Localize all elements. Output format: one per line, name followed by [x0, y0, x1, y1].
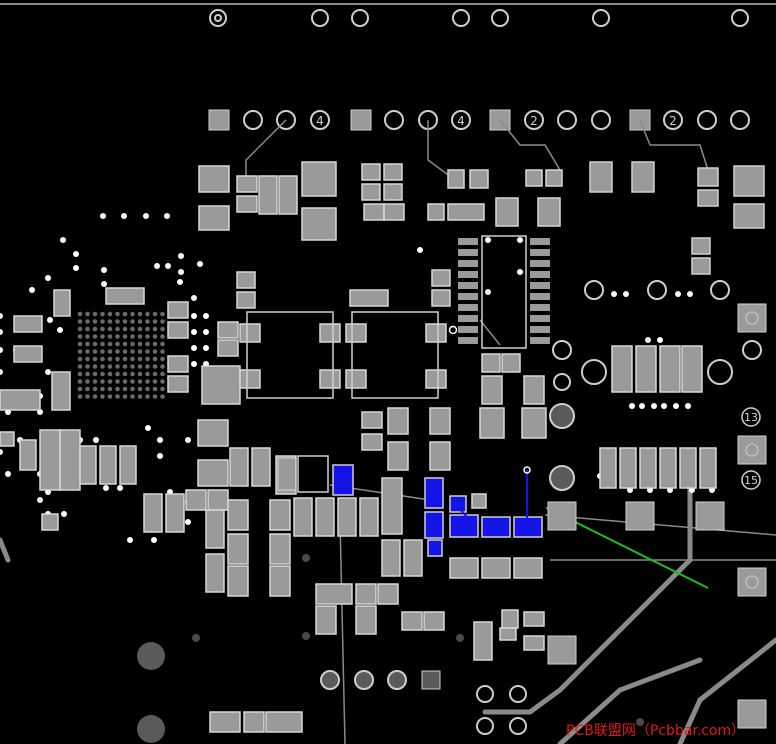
signal-traces — [245, 119, 776, 744]
square-pad — [421, 670, 441, 690]
pin-label-4b: 4 — [457, 114, 465, 128]
mounting-hole-1 — [137, 642, 165, 670]
bga-ball-grid — [77, 311, 165, 399]
pin-label-2a: 2 — [530, 114, 538, 128]
through-holes — [320, 280, 733, 735]
watermark: PCB联盟网（Pcbbar.com） — [566, 723, 746, 739]
ic-outlines — [246, 235, 527, 493]
pin-15-ring — [741, 470, 761, 490]
mounting-hole-2 — [137, 715, 165, 743]
pin-label-4a: 4 — [316, 114, 324, 128]
power-traces — [0, 467, 776, 744]
pin-label-13: 13 — [744, 411, 758, 424]
dark-vias — [192, 554, 644, 726]
highlight-via — [523, 466, 531, 474]
highlighted-trace — [454, 470, 528, 521]
pin-label-2b: 2 — [669, 114, 677, 128]
soic-leads — [458, 238, 550, 344]
pin-label-15: 15 — [744, 474, 758, 487]
connector-pads-right — [589, 161, 765, 275]
smd-pads — [0, 161, 717, 733]
highlighted-net — [332, 464, 543, 557]
pin-13-ring — [741, 407, 761, 427]
right-edge-pads — [547, 303, 767, 729]
top-via-row — [209, 9, 749, 27]
